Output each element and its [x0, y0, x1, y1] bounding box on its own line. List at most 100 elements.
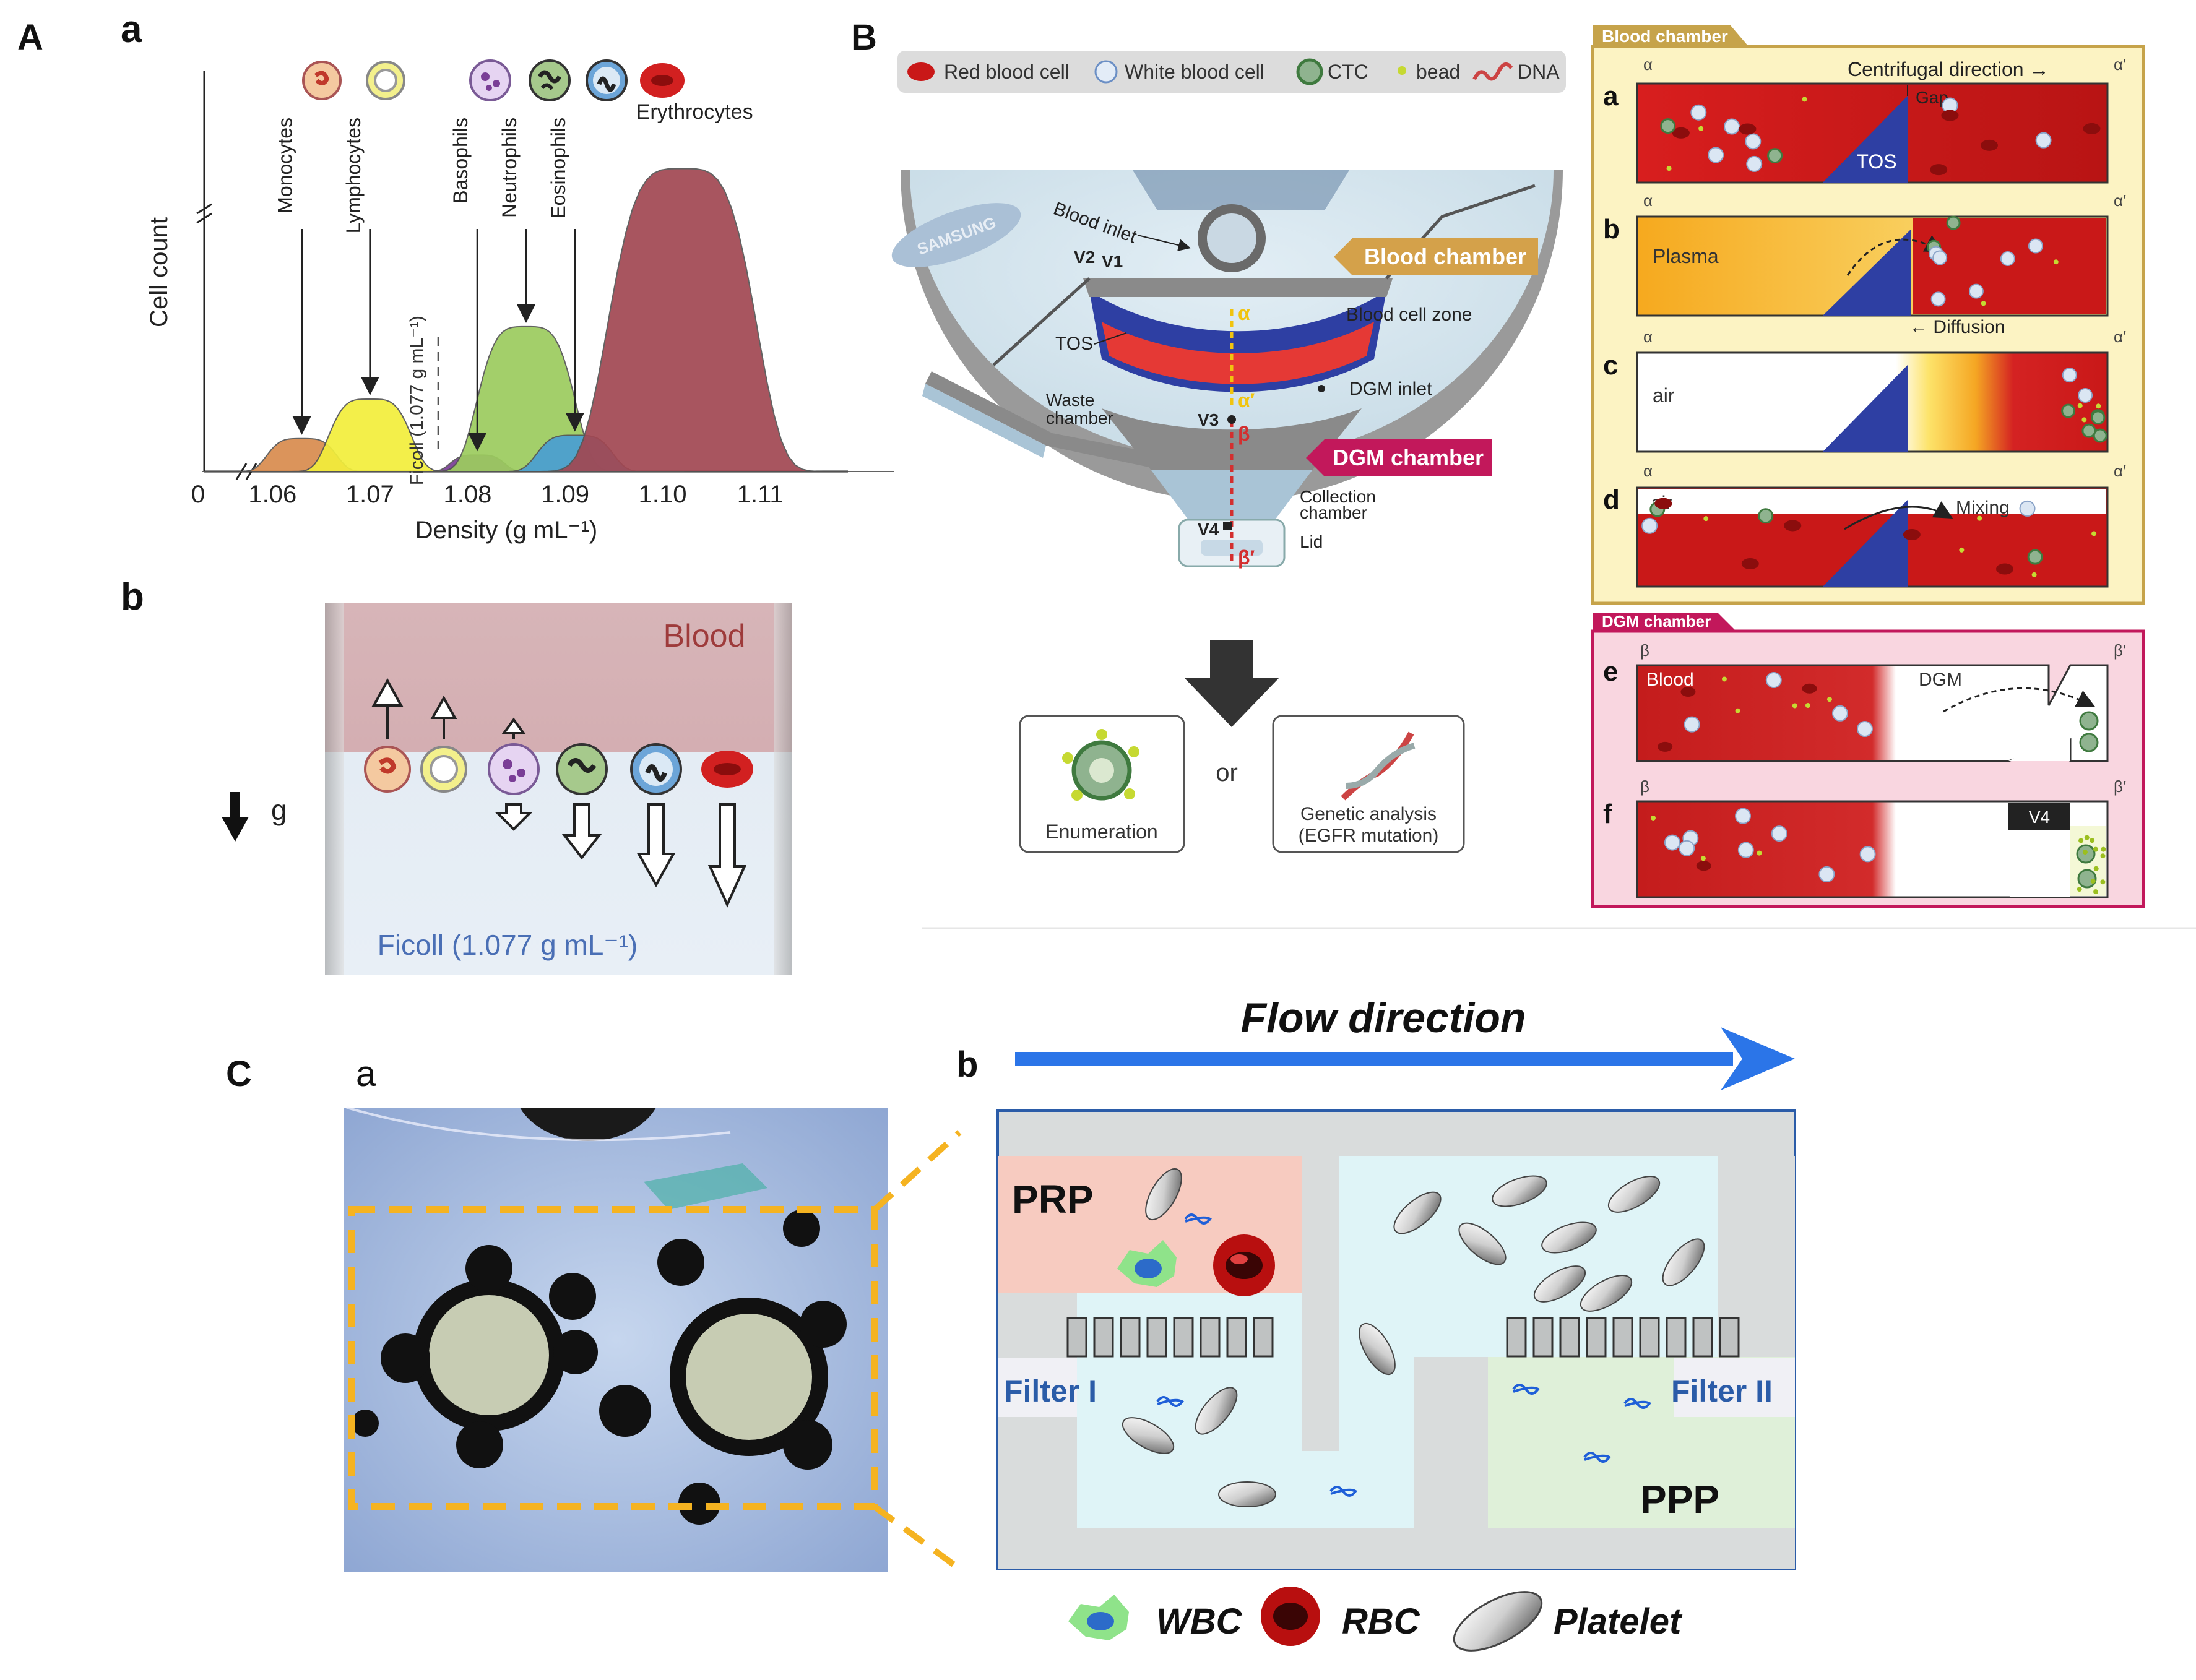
photo-rim	[346, 1106, 731, 1142]
wbc-dot	[1664, 834, 1680, 851]
middle-channel-right	[1339, 1252, 1414, 1528]
blood-chamber-title-tab	[1593, 25, 1749, 46]
photo-port	[657, 1239, 704, 1286]
rbc-dot	[1680, 687, 1696, 697]
wbc-dot	[2062, 368, 2077, 383]
stage-c: α α′ air	[1636, 327, 2126, 453]
sub-label-Bd: d	[1603, 485, 1620, 515]
wbc-dot	[1745, 133, 1762, 150]
platelet	[1580, 1275, 1633, 1312]
series-label: Lymphocytes	[342, 118, 365, 233]
filter-post	[1719, 1317, 1740, 1358]
photo-port	[783, 1210, 820, 1247]
ctc-dot	[2061, 403, 2076, 418]
bead-dot	[1981, 301, 1986, 306]
wbc-dot	[1765, 672, 1782, 689]
filter-post	[1506, 1317, 1527, 1358]
sub-label-Bf: f	[1603, 799, 1612, 829]
rbc-dot	[1802, 683, 1817, 694]
panel-b-legend: Red blood cell White blood cell CTC bead…	[897, 51, 1566, 93]
tube-neutrophil	[556, 743, 608, 795]
arrow-down-eosinophil	[636, 803, 676, 888]
rbc-dot	[1941, 110, 1959, 121]
y-axis-break	[196, 203, 212, 215]
enumeration-label: Enumeration	[1045, 821, 1157, 843]
x-tick-label: 1.06	[248, 481, 296, 508]
ctc-dot	[2079, 711, 2099, 731]
small-particle	[1583, 1452, 1611, 1463]
bead-dot	[1805, 703, 1810, 709]
separator-device: PRP PPP Filter I Filter II	[996, 1109, 1796, 1570]
photo-port	[549, 1273, 596, 1320]
wall-middle	[1302, 1293, 1339, 1451]
wbc-dot	[2035, 132, 2052, 149]
legend-rbc-label: RBC	[1342, 1601, 1420, 1642]
tube-body	[325, 603, 792, 975]
sub-label-Ca: a	[356, 1054, 376, 1094]
rbc-dot	[1784, 520, 1802, 532]
sub-label-Ba: a	[1603, 81, 1619, 111]
beta-label: β	[1238, 423, 1250, 445]
process-arrow	[1184, 640, 1279, 727]
stage-b-plasma-label: Plasma	[1653, 245, 1719, 267]
platelet	[1195, 1387, 1238, 1435]
waste-chamber-label-1: Waste	[1046, 390, 1094, 410]
bead-dot	[2077, 887, 2082, 892]
genetic-label-1: Genetic analysis	[1300, 804, 1437, 824]
basophil-icon	[469, 59, 511, 101]
blood-chamber-tag	[1352, 238, 1538, 275]
bead-dot	[2091, 531, 2097, 536]
x-tick-label: 1.09	[541, 481, 589, 508]
wbc-dot	[1818, 866, 1835, 882]
bead-dot	[1700, 856, 1706, 861]
wall-inner	[1414, 1357, 1488, 1528]
waste-channel	[992, 277, 1091, 366]
stage-d-mixing-label: Mixing	[1956, 498, 2010, 518]
arrow-down-erythrocyte	[707, 803, 747, 908]
dgm-chamber-tag-text: DGM chamber	[1333, 445, 1484, 470]
stage-c-alpha: α	[1643, 327, 1653, 346]
middle-channel-gap	[1414, 1252, 1488, 1357]
dgm-cell-dots	[1651, 672, 2106, 895]
rbc-dot	[2083, 123, 2101, 134]
bead-dot	[2078, 838, 2084, 843]
platelet	[1359, 1322, 1396, 1376]
stage-d-air	[1638, 489, 2106, 514]
blood-chamber-box: Blood chamber a b c d α α′ Centrifugal d…	[1591, 25, 2145, 605]
dgm-inlet-dot	[1318, 385, 1325, 392]
stage-d-tos	[1823, 500, 1908, 587]
stage-a-tos-label: TOS	[1856, 150, 1896, 173]
stage-e-chamber	[1636, 664, 2109, 762]
stage-e-dgm-label: DGM	[1919, 670, 1962, 690]
sub-label-Ab: b	[121, 575, 144, 618]
ctc-dot	[2079, 733, 2099, 752]
filter-post	[1120, 1317, 1141, 1358]
neutrophil-icon	[529, 59, 571, 101]
tos-pointer	[1094, 332, 1127, 345]
filter2-label-bg	[1674, 1358, 1795, 1417]
genetic-analysis-box	[1272, 715, 1465, 853]
bead-dot	[1703, 516, 1709, 522]
bead-dot	[1651, 815, 1656, 821]
filter-post	[1173, 1317, 1194, 1358]
bead-dot	[2093, 889, 2099, 895]
collection-label-1: Collection	[1300, 487, 1376, 506]
photo-ports	[352, 1210, 847, 1525]
wbc-dot	[1746, 155, 1763, 172]
disc-photo	[344, 1106, 888, 1572]
platelet	[1458, 1222, 1507, 1265]
bead-dot	[1757, 850, 1762, 856]
stage-e-slope	[1900, 727, 2070, 761]
eosinophil-icon	[586, 59, 628, 101]
filter1-label-bg	[998, 1358, 1077, 1417]
tube-erythrocyte	[701, 751, 753, 788]
series-label: Eosinophils	[547, 118, 569, 219]
lab-on-disc: SAMSUNG Blood inlet V2 V1 Blood chamber …	[891, 170, 1563, 569]
blood-cell-zone-label: Blood cell zone	[1346, 304, 1472, 325]
waste-chamber	[925, 371, 1164, 470]
rbc-dot	[1672, 127, 1690, 139]
monocyte-icon	[302, 61, 342, 100]
tube-wall-right	[774, 603, 792, 975]
zoom-box	[348, 1206, 878, 1510]
filter-post	[1666, 1317, 1687, 1358]
